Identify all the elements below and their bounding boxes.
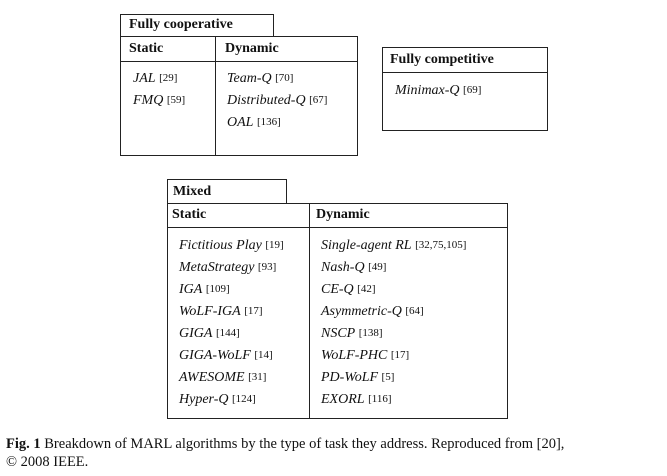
algorithm-name: Single-agent RL [321, 238, 412, 253]
algorithm-name: EXORL [321, 392, 365, 407]
fully-cooperative-title: Fully cooperative [129, 17, 233, 32]
algorithm-citation: [67] [309, 94, 328, 106]
algorithm-name: MetaStrategy [179, 260, 255, 275]
mixed-dynamic-list: Single-agent RL [32,75,105]Nash-Q [49]CE… [321, 235, 466, 411]
algorithm-entry: AWESOME [31] [179, 367, 284, 389]
algorithm-citation: [29] [159, 72, 178, 84]
algorithm-citation: [42] [357, 283, 376, 295]
algorithm-name: Distributed-Q [227, 93, 306, 108]
fully-cooperative-dynamic-list: Team-Q [70]Distributed-Q [67]OAL [136] [227, 68, 327, 134]
algorithm-entry: CE-Q [42] [321, 279, 466, 301]
fully-cooperative-static-header: Static [129, 41, 164, 56]
mixed-static-list: Fictitious Play [19]MetaStrategy [93]IGA… [179, 235, 284, 411]
algorithm-entry: EXORL [116] [321, 389, 466, 411]
algorithm-entry: FMQ [59] [133, 90, 185, 112]
fully-competitive-title: Fully competitive [390, 52, 494, 67]
algorithm-citation: [5] [381, 371, 395, 383]
caption-line-2: © 2008 IEEE. [6, 454, 89, 470]
fully-cooperative-column-divider [215, 37, 216, 155]
algorithm-name: Asymmetric-Q [321, 304, 402, 319]
algorithm-name: Hyper-Q [179, 392, 229, 407]
algorithm-name: IGA [179, 282, 203, 297]
algorithm-name: JAL [133, 71, 156, 86]
caption-label: Fig. 1 [6, 436, 41, 452]
algorithm-entry: WoLF-PHC [17] [321, 345, 466, 367]
algorithm-name: NSCP [321, 326, 356, 341]
fully-cooperative-tab: Fully cooperative [120, 14, 274, 37]
algorithm-citation: [59] [166, 94, 186, 106]
algorithm-entry: WoLF-IGA [17] [179, 301, 284, 323]
algorithm-entry: JAL [29] [133, 68, 185, 90]
algorithm-entry: Asymmetric-Q [64] [321, 301, 466, 323]
algorithm-citation: [116] [368, 393, 392, 405]
caption-line-1: Fig. 1 Breakdown of MARL algorithms by t… [6, 435, 661, 453]
algorithm-citation: [31] [248, 371, 267, 383]
mixed-dynamic-header: Dynamic [316, 207, 370, 222]
algorithm-citation: [138] [358, 327, 383, 339]
algorithm-name: Nash-Q [321, 260, 365, 275]
mixed-header-divider [168, 227, 507, 228]
algorithm-citation: [93] [257, 261, 277, 273]
mixed-column-divider [309, 204, 310, 418]
algorithm-entry: IGA [109] [179, 279, 284, 301]
algorithm-citation: [109] [205, 283, 230, 295]
algorithm-entry: OAL [136] [227, 112, 327, 134]
algorithm-citation: [124] [231, 393, 256, 405]
algorithm-citation: [14] [254, 349, 273, 361]
algorithm-entry: Minimax-Q [69] [395, 80, 481, 102]
algorithm-citation: [19] [265, 239, 284, 251]
algorithm-name: Team-Q [227, 71, 272, 86]
algorithm-citation: [70] [275, 72, 294, 84]
mixed-title: Mixed [173, 184, 212, 199]
algorithm-name: GIGA [179, 326, 213, 341]
algorithm-entry: GIGA-WoLF [14] [179, 345, 284, 367]
algorithm-entry: GIGA [144] [179, 323, 284, 345]
algorithm-name: WoLF-PHC [321, 348, 388, 363]
algorithm-entry: Hyper-Q [124] [179, 389, 284, 411]
algorithm-entry: Fictitious Play [19] [179, 235, 284, 257]
algorithm-entry: Distributed-Q [67] [227, 90, 327, 112]
fully-cooperative-box: Static Dynamic JAL [29]FMQ [59] Team-Q [… [120, 36, 358, 156]
algorithm-entry: PD-WoLF [5] [321, 367, 466, 389]
mixed-tab: Mixed [167, 179, 287, 204]
algorithm-citation: [69] [463, 84, 482, 96]
algorithm-entry: NSCP [138] [321, 323, 466, 345]
algorithm-entry: Team-Q [70] [227, 68, 327, 90]
algorithm-citation: [136] [256, 116, 281, 128]
fully-cooperative-dynamic-header: Dynamic [225, 41, 279, 56]
fully-cooperative-static-list: JAL [29]FMQ [59] [133, 68, 185, 112]
algorithm-name: WoLF-IGA [179, 304, 241, 319]
algorithm-name: GIGA-WoLF [179, 348, 251, 363]
caption-text: Breakdown of MARL algorithms by the type… [44, 436, 565, 452]
mixed-box: Static Dynamic Fictitious Play [19]MetaS… [167, 203, 508, 419]
algorithm-citation: [144] [215, 327, 240, 339]
algorithm-citation: [17] [244, 305, 263, 317]
algorithm-name: FMQ [133, 93, 164, 108]
algorithm-name: PD-WoLF [321, 370, 379, 385]
algorithm-citation: [49] [368, 261, 387, 273]
algorithm-name: Fictitious Play [179, 238, 262, 253]
fully-cooperative-header-divider [121, 61, 357, 62]
algorithm-name: AWESOME [179, 370, 245, 385]
algorithm-name: CE-Q [321, 282, 354, 297]
algorithm-entry: MetaStrategy [93] [179, 257, 284, 279]
fully-competitive-header-divider [383, 72, 547, 73]
mixed-static-header: Static [172, 207, 207, 222]
algorithm-citation: [32,75,105] [415, 239, 467, 251]
algorithm-citation: [17] [390, 349, 410, 361]
algorithm-name: Minimax-Q [395, 83, 460, 98]
algorithm-entry: Nash-Q [49] [321, 257, 466, 279]
fully-competitive-list: Minimax-Q [69] [395, 80, 481, 102]
figure-caption: Fig. 1 Breakdown of MARL algorithms by t… [6, 435, 661, 471]
algorithm-citation: [64] [405, 305, 424, 317]
algorithm-entry: Single-agent RL [32,75,105] [321, 235, 466, 257]
algorithm-name: OAL [227, 115, 254, 130]
fully-competitive-box: Fully competitive Minimax-Q [69] [382, 47, 548, 131]
